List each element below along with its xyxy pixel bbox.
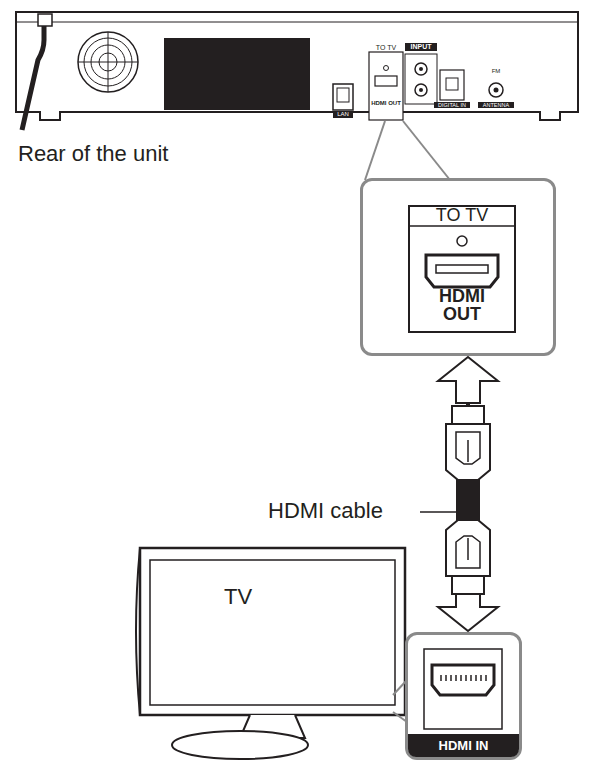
tv-base	[172, 731, 308, 759]
port-label: INPUT	[405, 43, 437, 51]
optical-port	[446, 78, 458, 90]
device-label: TV	[224, 584, 252, 609]
zoom-leader	[403, 121, 450, 180]
tv-frame	[136, 548, 140, 715]
rca-jack	[419, 88, 423, 92]
port-label: FM	[486, 68, 506, 75]
indicator	[384, 66, 389, 71]
port-label: TO TV	[369, 44, 403, 52]
zoom-callout: TO TV HDMI OUT	[360, 178, 556, 356]
tv-frame	[140, 548, 405, 715]
optical-port	[440, 70, 464, 100]
rca-jack	[415, 84, 427, 96]
unit-edge	[16, 22, 578, 23]
port-heading: TO TV	[410, 205, 514, 225]
cable-connector	[438, 357, 498, 631]
antenna-jack	[489, 83, 503, 97]
port-label: DIGITAL IN	[434, 102, 470, 108]
cord-clamp	[38, 14, 52, 26]
hdmi-port-frame	[369, 52, 403, 120]
fan-grille	[78, 32, 138, 92]
unit-housing	[16, 12, 578, 120]
zoom-leader	[365, 121, 385, 180]
cable-label: HDMI cable	[268, 498, 383, 523]
port-name: HDMI OUT	[432, 287, 492, 323]
tv-screen	[150, 560, 395, 705]
fan-grille	[108, 32, 109, 92]
port-label: HDMI OUT	[369, 100, 403, 107]
hdmi-plug	[446, 520, 490, 594]
hdmi-port	[375, 76, 397, 86]
caption-label: Rear of the unit	[18, 141, 168, 166]
leader-line	[420, 511, 456, 513]
speaker-terminal-panel	[164, 38, 310, 110]
port-name: HDMI IN	[408, 738, 519, 753]
rca-jack	[419, 67, 423, 71]
lan-port	[333, 84, 353, 110]
lan-port	[337, 88, 349, 102]
rca-jack	[415, 63, 427, 75]
port-label: ANTENNA	[478, 102, 514, 108]
port-label: LAN	[333, 111, 353, 118]
power-cord	[22, 20, 44, 130]
input-frame	[405, 54, 437, 104]
hdmi-plug	[446, 406, 490, 480]
antenna-jack	[494, 88, 499, 93]
cable	[456, 478, 480, 522]
zoom-callout: HDMI IN	[405, 632, 522, 760]
